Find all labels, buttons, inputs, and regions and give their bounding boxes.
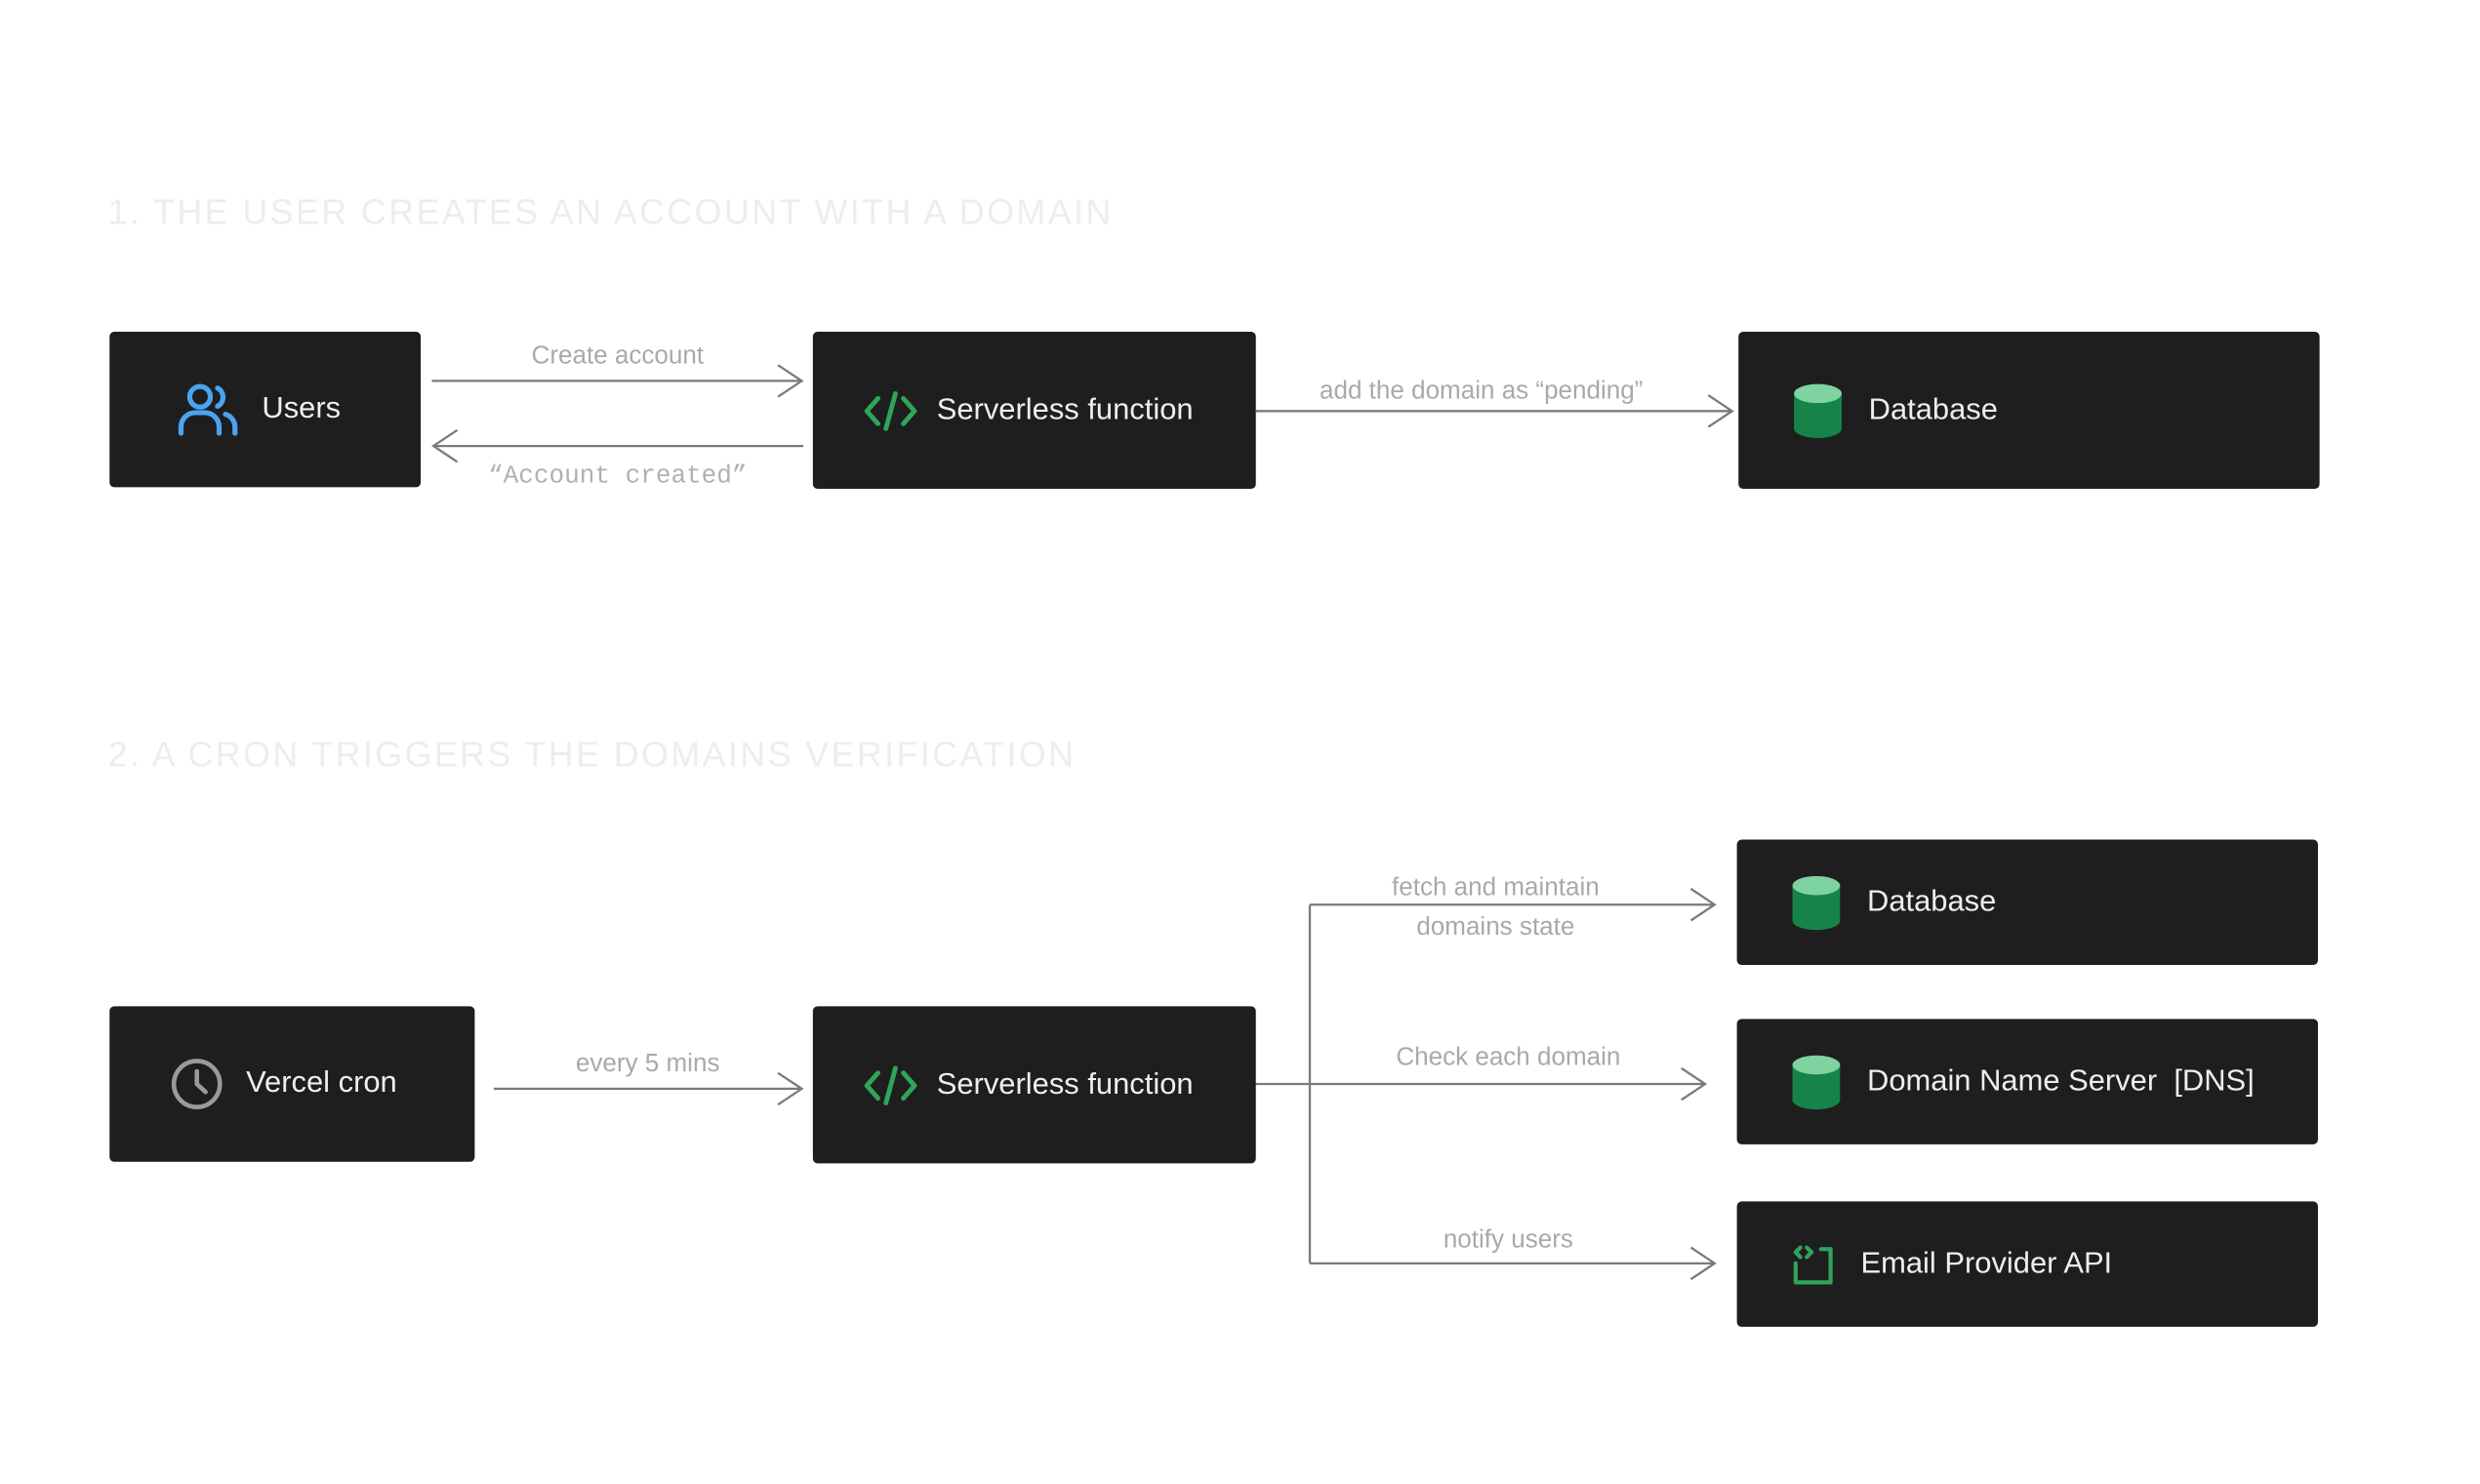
edge-add-pending: [1255, 394, 1734, 428]
clock-icon: [170, 1057, 224, 1110]
edge-check-domain: [1238, 1066, 1708, 1102]
edge-create-account: [431, 364, 804, 398]
label-fetch-maintain: fetch and maintain domains state: [1392, 868, 1600, 947]
database-icon: [1793, 381, 1844, 439]
edge-account-created: [431, 428, 804, 463]
database-icon: [1791, 1053, 1842, 1110]
label-add-pending: add the domain as “pending”: [1320, 378, 1644, 405]
database-icon: [1791, 873, 1842, 931]
label-check-each-domain: Check each domain: [1396, 1044, 1621, 1072]
section-2-title: 2. A CRON TRIGGERS THE DOMAINS VERIFICAT…: [107, 735, 1077, 775]
label-every-5-mins: every 5 mins: [575, 1050, 720, 1078]
edge-notify-users: [1310, 1246, 1717, 1281]
node-email-provider-api[interactable]: Email Provider API: [1736, 1201, 2318, 1327]
api-bracket-icon: [1791, 1244, 1836, 1285]
node-users[interactable]: Users: [109, 331, 422, 488]
node-serverless-function-2[interactable]: Serverless function: [812, 1006, 1256, 1164]
node-domain-name-server[interactable]: Domain Name Server [DNS]: [1736, 1019, 2318, 1144]
node-domain-name-server-label: Domain Name Server [DNS]: [1866, 1063, 2255, 1098]
node-email-provider-api-label: Email Provider API: [1860, 1246, 2113, 1280]
node-serverless-function-2-label: Serverless function: [936, 1066, 1194, 1102]
node-database-2[interactable]: Database: [1736, 839, 2318, 966]
node-vercel-cron-label: Vercel cron: [246, 1066, 397, 1101]
label-notify-users: notify users: [1443, 1226, 1573, 1255]
label-create-account: Create account: [531, 342, 705, 371]
node-serverless-function-1-label: Serverless function: [936, 392, 1194, 426]
code-icon: [864, 389, 917, 430]
section-1-title: 1. THE USER CREATES AN ACCOUNT WITH A DO…: [107, 191, 1114, 232]
users-icon: [177, 381, 243, 438]
code-icon: [864, 1064, 917, 1105]
edge-fetch-maintain: [1310, 888, 1717, 922]
node-database-2-label: Database: [1866, 884, 1997, 919]
node-database-1[interactable]: Database: [1738, 331, 2320, 490]
edge-every-5-mins: [493, 1071, 804, 1106]
node-serverless-function-1[interactable]: Serverless function: [812, 331, 1256, 490]
label-fetch-maintain-line1: fetch and maintain: [1392, 874, 1600, 902]
label-account-created: “Account created”: [488, 461, 748, 491]
node-database-1-label: Database: [1868, 392, 1998, 426]
label-fetch-maintain-line2: domains state: [1416, 913, 1575, 942]
node-users-label: Users: [262, 391, 342, 425]
node-vercel-cron[interactable]: Vercel cron: [109, 1006, 475, 1162]
